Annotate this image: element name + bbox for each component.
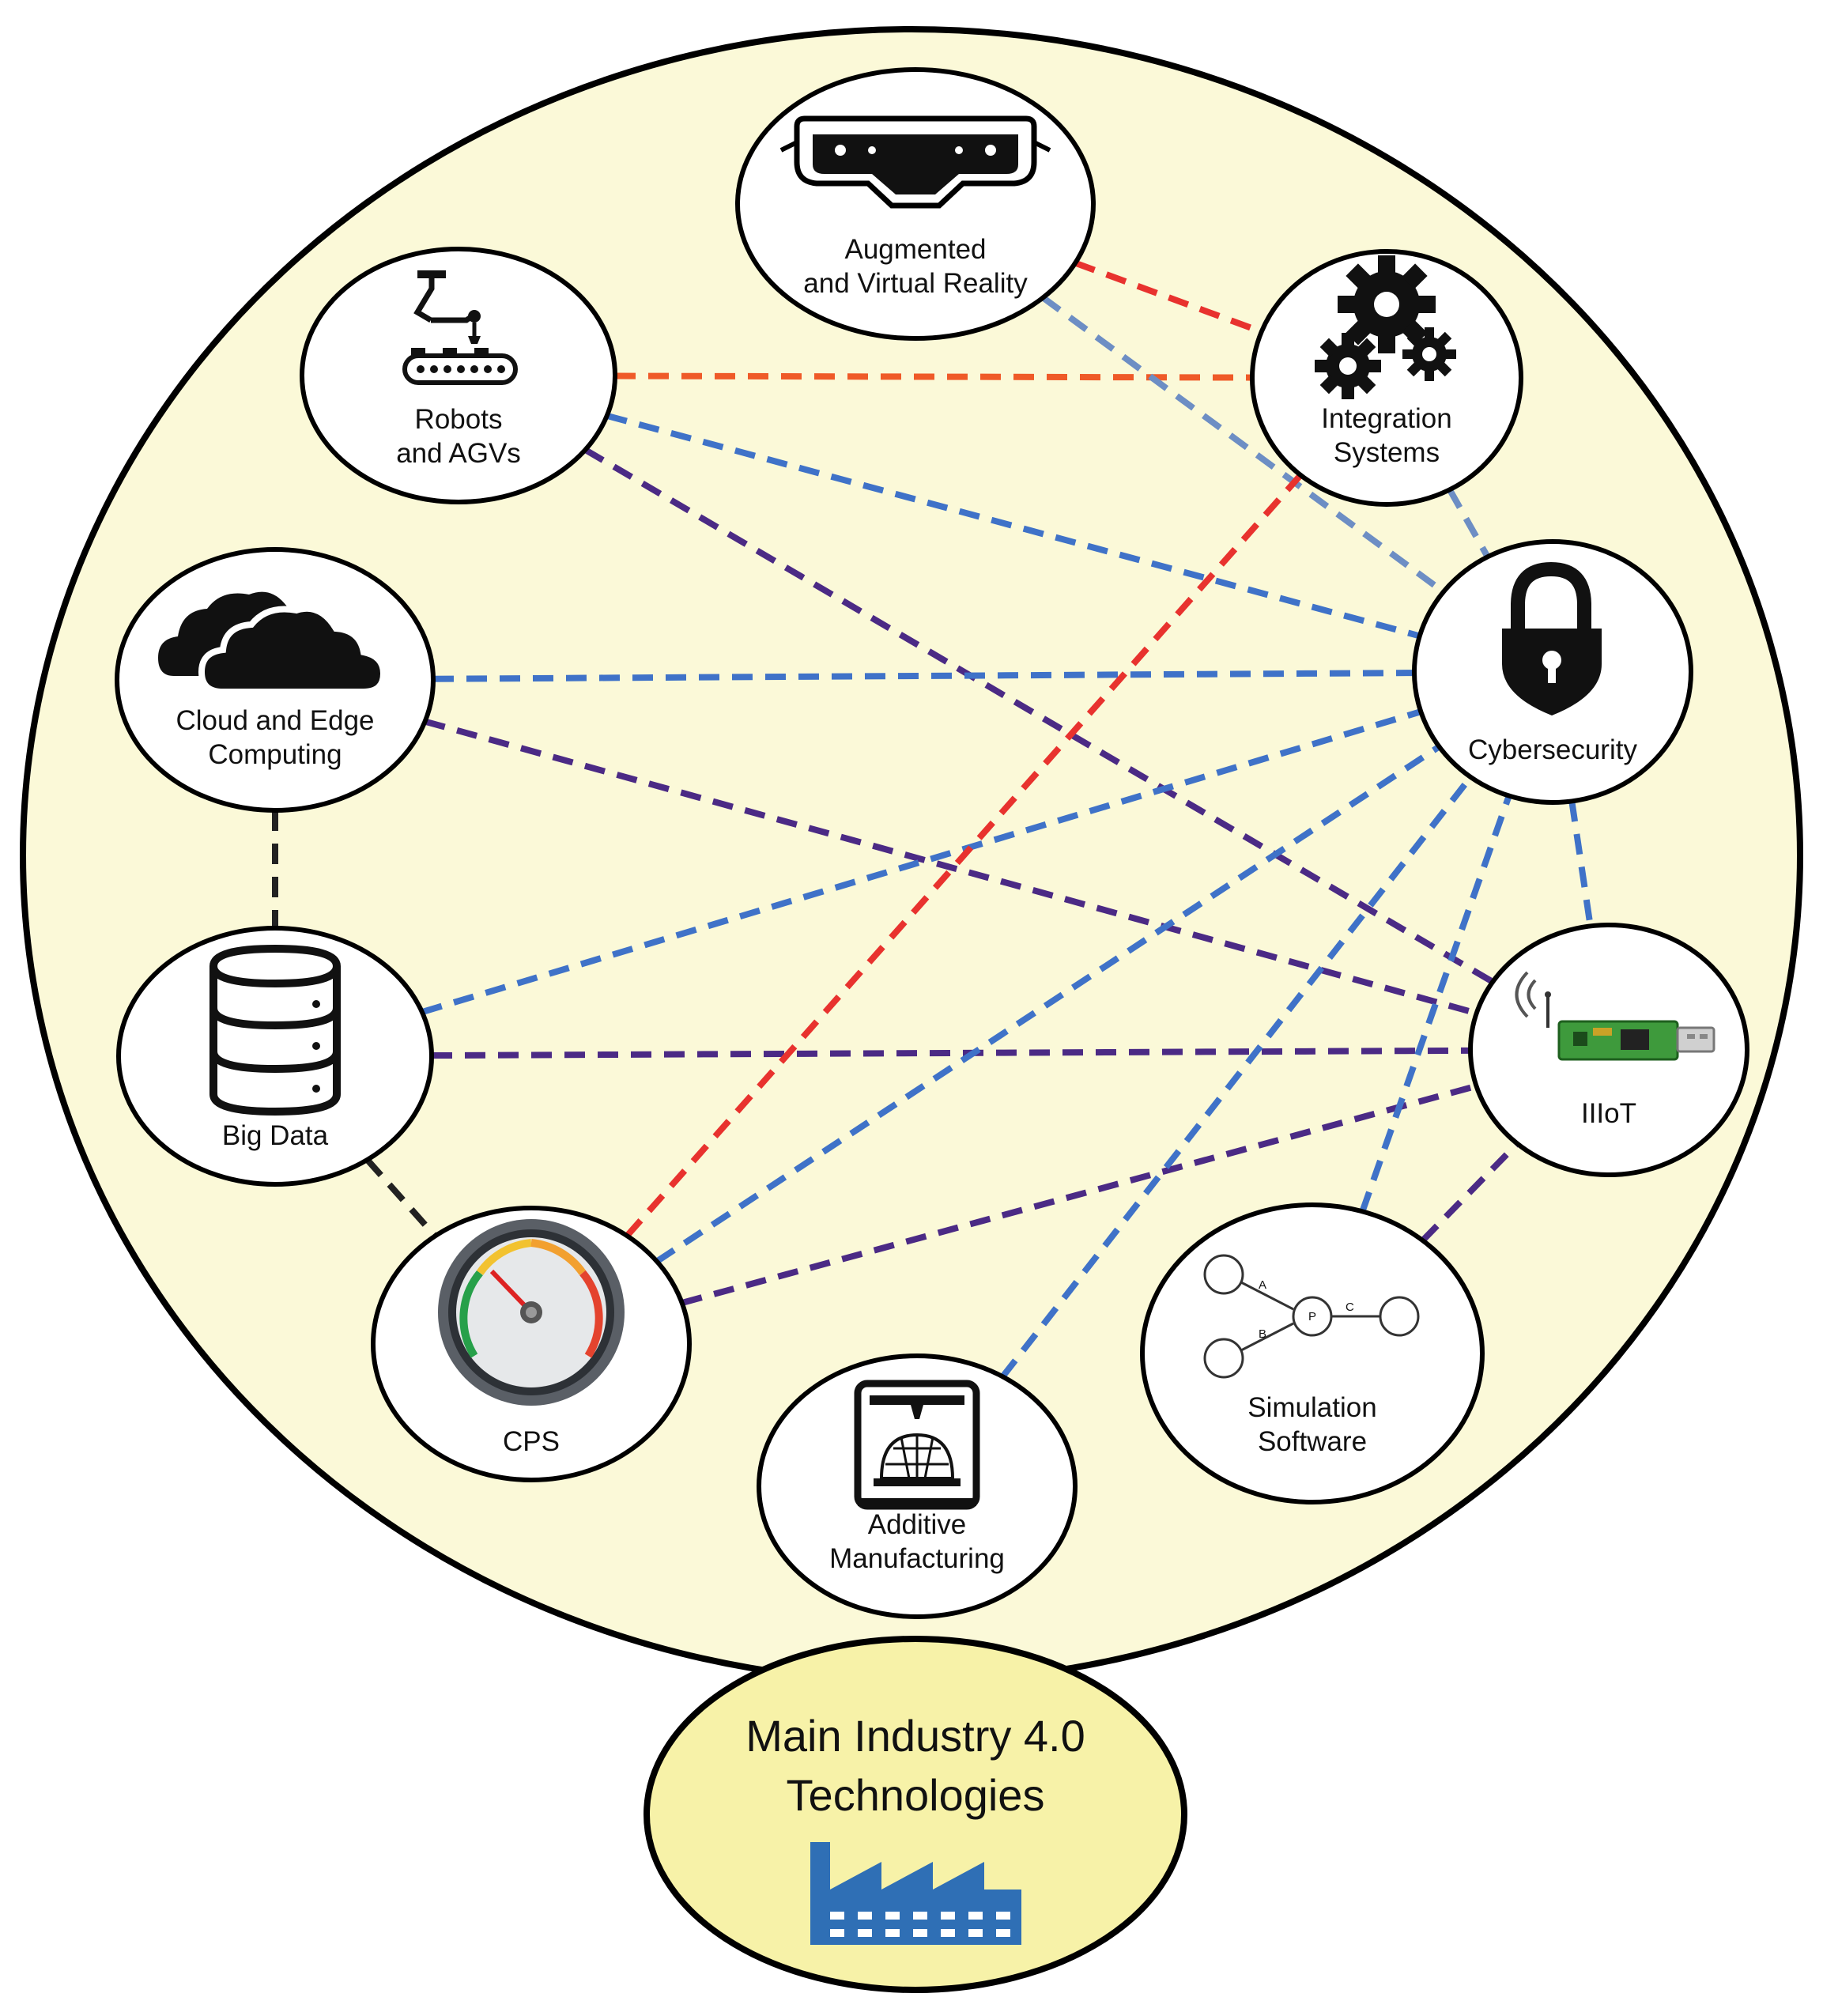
link-cps-integration [625, 473, 1304, 1238]
node-simulation: A B C P Simulation Software [1140, 1202, 1485, 1504]
node-ar-vr: Augmented and Virtual Reality [735, 67, 1096, 341]
sim-edge-label-c: C [1346, 1301, 1354, 1314]
node-iiot: IIIoT [1468, 923, 1749, 1177]
node-cloud-label-line2: Computing [208, 739, 342, 770]
node-bigdata: Big Data [116, 926, 434, 1187]
node-bigdata-circle [116, 926, 434, 1187]
link-bigdata-cps [364, 1157, 438, 1239]
link-robots-cybersecurity [606, 413, 1421, 640]
links-layer [272, 259, 1594, 1379]
node-integration: Integration Systems [1250, 249, 1523, 507]
vr-headset-icon [779, 115, 1051, 209]
title-ellipse [644, 1636, 1187, 1993]
link-robots-iiot [583, 447, 1495, 985]
link-ar_vr-cybersecurity [1040, 295, 1446, 595]
database-icon [209, 944, 341, 1116]
title-line2: Technologies [787, 1770, 1045, 1820]
sim-edge-label-b: B [1259, 1327, 1266, 1341]
link-simulation-iiot [1420, 1141, 1520, 1243]
node-additive-label-line2: Manufacturing [829, 1543, 1005, 1574]
factory-icon [810, 1842, 1021, 1945]
link-integration-cybersecurity [1447, 488, 1491, 559]
node-cloud: Cloud and Edge Computing [115, 547, 436, 813]
title-line1: Main Industry 4.0 [745, 1711, 1085, 1761]
link-cps-cybersecurity [655, 744, 1441, 1264]
node-cloud-label-line1: Cloud and Edge [176, 705, 374, 736]
wireless-board-icon [1515, 971, 1715, 1061]
gauge-icon [438, 1219, 625, 1406]
node-ar-vr-label-line2: and Virtual Reality [803, 268, 1028, 299]
link-robots-integration [614, 372, 1253, 381]
node-robots-label-line1: Robots [415, 404, 503, 435]
title-block: Main Industry 4.0 Technologies [644, 1636, 1187, 1993]
node-additive-label-line1: Additive [868, 1509, 967, 1540]
3d-printer-icon [854, 1380, 980, 1510]
node-simulation-circle [1140, 1202, 1485, 1504]
link-bigdata-cybersecurity [421, 708, 1422, 1015]
node-robots-label-line2: and AGVs [396, 438, 521, 469]
node-integration-label-line1: Integration [1321, 403, 1451, 434]
node-cps: CPS [371, 1206, 692, 1482]
node-additive: Additive Manufacturing [757, 1353, 1078, 1619]
node-cybersecurity: Cybersecurity [1412, 539, 1693, 805]
robot-arm-icon [402, 270, 518, 385]
sim-edge-label-a: A [1259, 1278, 1266, 1292]
padlock-icon [1502, 561, 1602, 715]
node-integration-label-line2: Systems [1334, 437, 1440, 468]
node-simulation-label-line1: Simulation [1247, 1392, 1376, 1423]
gears-icon [1315, 255, 1456, 399]
node-robots: Robots and AGVs [300, 247, 617, 504]
link-bigdata-iiot [431, 1047, 1471, 1059]
sim-node-label-p: P [1308, 1310, 1316, 1323]
link-simulation-cybersecurity [1359, 795, 1512, 1213]
node-integration-circle [1250, 249, 1523, 507]
link-cps-iiot [681, 1082, 1478, 1306]
node-iiot-label: IIIoT [1581, 1098, 1636, 1129]
node-simulation-label-line2: Software [1258, 1426, 1367, 1457]
cloud-icon [158, 591, 387, 695]
node-bigdata-label: Big Data [222, 1120, 329, 1151]
state-graph-icon: A B C P [1203, 1254, 1420, 1379]
link-cloud-iiot [424, 718, 1478, 1017]
node-cybersecurity-label: Cybersecurity [1468, 734, 1637, 765]
link-cybersecurity-iiot [1568, 800, 1594, 927]
node-ar-vr-label-line1: Augmented [844, 234, 986, 265]
node-cps-label: CPS [503, 1426, 560, 1457]
link-additive-cybersecurity [1000, 775, 1474, 1379]
